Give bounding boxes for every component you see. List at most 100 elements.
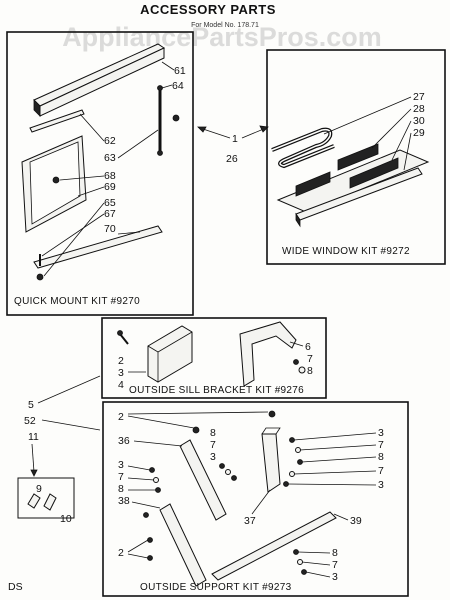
callout-52: 52 — [24, 415, 36, 427]
leader-6-sill — [289, 341, 304, 347]
leader-70 — [117, 231, 141, 235]
leader-2-bottom-b — [127, 553, 149, 559]
callout-29: 29 — [413, 127, 425, 139]
washer-3-left — [149, 467, 155, 473]
callout-63: 63 — [104, 152, 116, 164]
sill-bracket-l — [239, 321, 297, 387]
nut-8-center — [231, 475, 237, 481]
rail-29-end — [295, 212, 301, 228]
screw-64 — [172, 114, 180, 122]
callout-67: 67 — [104, 208, 116, 220]
wide-window-kit-label: WIDE WINDOW KIT #9272 — [282, 246, 410, 257]
support-bar-38 — [159, 503, 207, 587]
callout-11: 11 — [28, 431, 39, 443]
page-title: ACCESSORY PARTS — [140, 2, 276, 17]
leader-67 — [41, 213, 105, 257]
callout-7-support-left: 7 — [118, 471, 124, 483]
bag-assembly-box — [17, 477, 75, 519]
callout-69: 69 — [104, 181, 116, 193]
callout-8-sill: 8 — [307, 365, 313, 377]
sill-bracket-kit-box — [101, 317, 327, 399]
screw-2-top-right — [268, 410, 276, 418]
callout-61: 61 — [174, 65, 186, 77]
screw-2-top-left — [192, 426, 200, 434]
washer-7-center — [225, 469, 231, 475]
support-bracket-37 — [261, 433, 281, 493]
leader-61 — [161, 61, 175, 71]
leader-29 — [403, 132, 412, 171]
leader-63 — [117, 129, 159, 159]
wide-window-kit-box — [266, 49, 446, 265]
callout-62: 62 — [104, 135, 116, 147]
leader-3-right-lower — [287, 483, 377, 486]
foam-block-center — [337, 143, 379, 171]
callout-3-support-right-lower: 3 — [378, 479, 384, 491]
callout-5: 5 — [28, 399, 34, 411]
nut-8-left — [155, 487, 161, 493]
clip-10 — [43, 493, 57, 511]
callout-39: 39 — [350, 515, 362, 527]
quick-mount-kit-label: QUICK MOUNT KIT #9270 — [14, 296, 140, 307]
rod-end-bottom — [157, 150, 163, 156]
callout-30: 30 — [413, 115, 425, 127]
support-rail-39 — [211, 511, 337, 581]
callout-3-support-left: 3 — [118, 459, 124, 471]
window-seal-27-inner — [271, 128, 335, 167]
leader-7-right — [299, 444, 377, 451]
callout-65: 65 — [104, 197, 116, 209]
callout-8-support-bottom: 8 — [332, 547, 338, 559]
washer-65 — [36, 273, 44, 281]
leader-65 — [43, 202, 105, 277]
callout-7-sill: 7 — [307, 353, 313, 365]
leader-5 — [37, 375, 101, 404]
corner-code: DS — [8, 581, 23, 593]
leader-30 — [391, 120, 412, 161]
leader-37 — [251, 489, 271, 515]
callout-37: 37 — [244, 515, 256, 527]
foam-block-right — [349, 157, 399, 189]
callout-3-support-right: 3 — [378, 427, 384, 439]
arrow-11 — [30, 469, 38, 477]
clip-9 — [27, 493, 41, 509]
leader-39 — [333, 513, 349, 521]
washer-7-left — [153, 477, 159, 483]
screw-38-left — [143, 512, 149, 518]
nut-8-bottom — [293, 549, 299, 555]
callout-8-support-top: 8 — [210, 427, 216, 439]
callout-2-sill: 2 — [118, 355, 124, 367]
nut-8-sill — [298, 366, 306, 374]
screw-head-2-sill — [117, 330, 123, 336]
callout-68: 68 — [104, 170, 116, 182]
washer-7-sill — [293, 359, 299, 365]
screw-2-bottom-b — [147, 555, 153, 561]
callout-27: 27 — [413, 91, 425, 103]
callout-2-support-top: 2 — [118, 411, 124, 423]
callout-7-support-right: 7 — [378, 439, 384, 451]
leader-8-bottom — [297, 551, 331, 554]
strip-62 — [29, 109, 85, 133]
arrow-1-right — [259, 125, 269, 133]
leader-64 — [161, 84, 173, 89]
callout-7-support-right-lower: 7 — [378, 465, 384, 477]
strip-70 — [33, 225, 163, 269]
leader-27 — [323, 96, 412, 135]
support-kit-label: OUTSIDE SUPPORT KIT #9273 — [140, 582, 292, 593]
callout-8-support-right: 8 — [378, 451, 384, 463]
sill-bracket-kit-label: OUTSIDE SILL BRACKET KIT #9276 — [129, 385, 304, 396]
rod-end-top — [157, 85, 163, 91]
leader-36 — [133, 440, 183, 447]
screw-2-bottom-a — [147, 537, 153, 543]
leader-52 — [41, 419, 101, 431]
watermark: AppliancePartsPros.com — [62, 22, 382, 52]
screw-2-sill — [119, 333, 129, 345]
cover-plate-4 — [147, 325, 193, 383]
window-seal-27 — [271, 127, 335, 169]
quick-mount-rail — [33, 43, 166, 117]
callout-70: 70 — [104, 223, 116, 235]
washer-3-right-lower — [283, 481, 289, 487]
leader-1-left — [199, 127, 231, 139]
callout-38: 38 — [118, 495, 130, 507]
side-panel-frame — [21, 135, 87, 233]
callout-64: 64 — [172, 80, 184, 92]
